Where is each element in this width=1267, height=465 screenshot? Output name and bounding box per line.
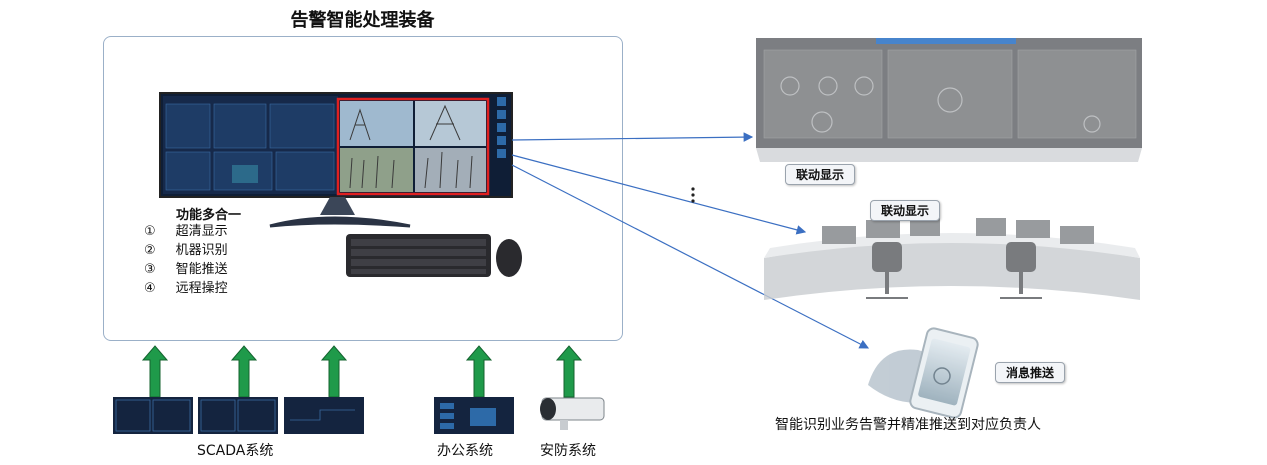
video-wall xyxy=(756,38,1142,162)
input-arrow-4 xyxy=(465,345,493,398)
arrow-to-wall xyxy=(511,132,754,142)
security-label: 安防系统 xyxy=(540,443,596,459)
phone-caption: 智能识别业务告警并精准推送到对应负责人 xyxy=(775,417,1041,433)
arrow-to-phone xyxy=(511,164,870,349)
mouse xyxy=(496,239,522,277)
office-label: 办公系统 xyxy=(437,443,493,459)
input-arrow-5 xyxy=(555,345,583,398)
device-frame xyxy=(103,36,623,341)
more-dots xyxy=(691,187,695,203)
highlight-frame xyxy=(336,97,490,196)
wall-linkage-tag: 联动显示 xyxy=(785,164,856,185)
diagram-title: 告警智能处理装备 xyxy=(290,10,435,31)
input-arrow-2 xyxy=(230,345,258,398)
security-camera xyxy=(540,397,605,430)
control-desk xyxy=(764,218,1140,304)
arrow-to-desk xyxy=(511,154,807,235)
scada-label: SCADA系统 xyxy=(197,443,274,459)
desk-linkage-tag: 联动显示 xyxy=(870,200,941,221)
monitor xyxy=(159,92,513,228)
input-arrow-1 xyxy=(141,345,169,398)
functions-heading: 功能多合一 xyxy=(176,208,242,223)
scada-screens xyxy=(113,397,364,434)
push-tag: 消息推送 xyxy=(995,362,1066,383)
input-arrow-3 xyxy=(320,345,348,398)
phone-in-hand xyxy=(868,327,979,419)
keyboard xyxy=(346,234,491,277)
